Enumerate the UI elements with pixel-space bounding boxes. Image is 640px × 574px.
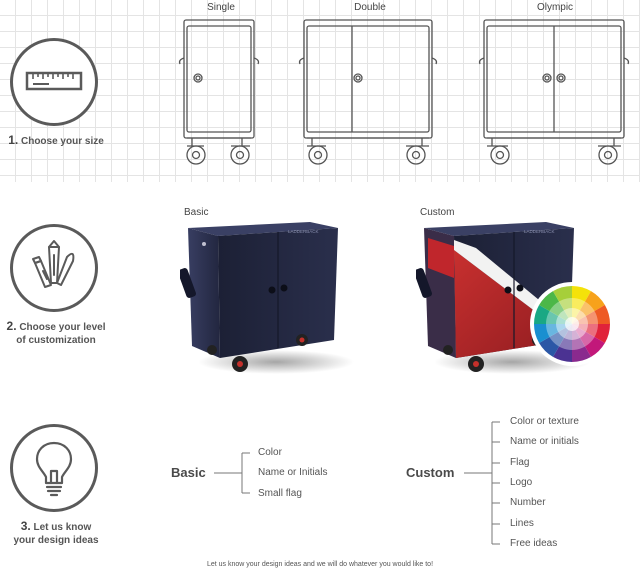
custom-idea-item: Flag	[510, 457, 530, 468]
option-custom-title: Custom	[420, 207, 455, 218]
brush-pen-icon	[32, 240, 75, 288]
custom-ideas-heading: Custom	[406, 465, 455, 480]
custom-idea-item: Logo	[510, 477, 533, 488]
cabinet-olympic-drawing[interactable]	[476, 18, 636, 168]
basic-ideas-tree-lines	[214, 452, 250, 494]
brand-text-custom: LADDERBACK	[524, 229, 555, 234]
option-basic-title: Basic	[184, 207, 209, 218]
basic-ideas-heading: Basic	[171, 465, 206, 480]
step-1-circle	[10, 38, 98, 126]
custom-idea-item: Number	[510, 497, 546, 508]
basic-idea-item: Name or Initials	[258, 467, 328, 478]
size-label-single: Single	[207, 2, 235, 13]
cabinet-basic-image[interactable]: LADDERBACK	[180, 218, 360, 380]
cabinet-single-drawing[interactable]	[176, 18, 266, 168]
basic-idea-item: Small flag	[258, 488, 302, 499]
custom-idea-item: Name or initials	[510, 436, 579, 447]
custom-ideas-tree-lines	[464, 421, 500, 545]
size-label-double: Double	[354, 2, 386, 13]
custom-idea-item: Free ideas	[510, 538, 558, 549]
cabinet-double-drawing[interactable]	[296, 18, 446, 168]
size-section-grid	[0, 0, 640, 182]
step-1-label: 1. Choose your size	[8, 133, 104, 148]
ruler-icon	[25, 71, 83, 91]
step-2-label: 2. Choose your level of customization	[6, 319, 106, 347]
color-wheel-icon	[530, 282, 614, 366]
cabinet-custom-image[interactable]: LADDERBACK	[416, 218, 640, 380]
custom-idea-item: Color or texture	[510, 416, 579, 427]
step-3-label: 3. Let us know your design ideas	[13, 519, 99, 547]
lightbulb-icon	[35, 441, 73, 497]
footer-note: Let us know your design ideas and we wil…	[206, 561, 434, 568]
brand-text-basic: LADDERBACK	[288, 229, 319, 234]
step-2-circle	[10, 224, 98, 312]
basic-idea-item: Color	[258, 447, 282, 458]
custom-idea-item: Lines	[510, 518, 534, 529]
step-3-circle	[10, 424, 98, 512]
size-label-olympic: Olympic	[536, 2, 574, 13]
